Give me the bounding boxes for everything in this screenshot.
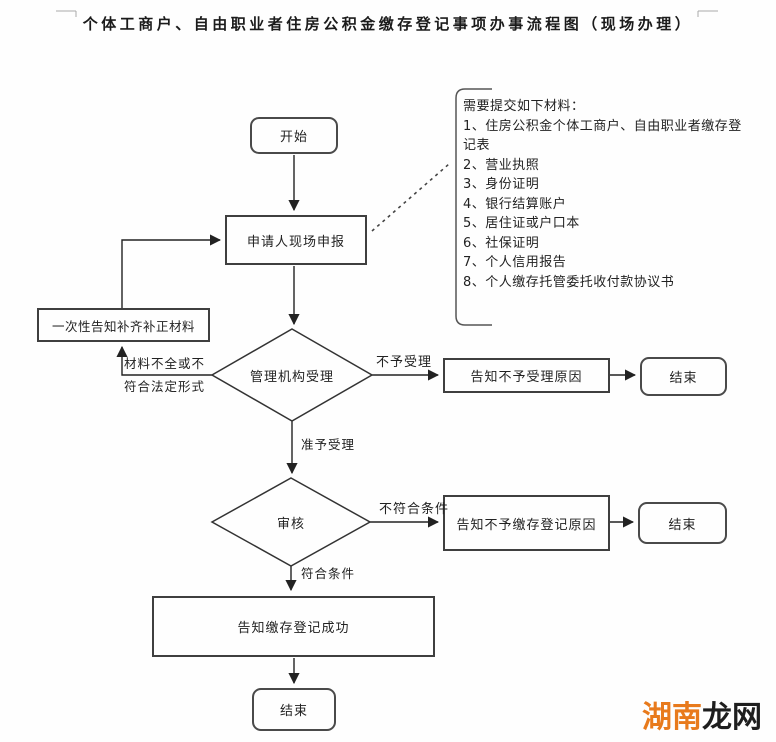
accept-decision-shape: [210, 328, 374, 422]
materials-box-border: [455, 88, 492, 326]
apply-node: 申请人现场申报: [225, 215, 367, 265]
edge-apply-materials-dashed: [371, 163, 450, 232]
edge-label-not-accept: 不予受理: [376, 355, 433, 370]
watermark-part1: 湖南: [642, 700, 702, 735]
margin-mark-right: [697, 10, 718, 17]
notice-fix-node: 一次性告知补齐补正材料: [37, 308, 210, 342]
watermark-logo: 湖南龙网: [642, 692, 762, 736]
material-item: 8、个人缴存托管委托收付款协议书: [463, 274, 675, 290]
material-item: 3、身份证明: [463, 177, 540, 192]
edge-label-incomplete-line1: 材料不全或不: [124, 356, 206, 371]
end-node-3: 结束: [252, 688, 336, 731]
edge-label-accepted: 准予受理: [301, 437, 356, 452]
material-item: 2、营业执照: [463, 157, 540, 173]
material-item: 7、个人信用报告: [463, 255, 567, 270]
edge-label-not-qualified: 不符合条件: [379, 502, 450, 517]
end-node-2: 结束: [638, 502, 727, 544]
margin-mark-left: [56, 10, 77, 17]
material-item: 5、居住证或户口本: [463, 216, 580, 231]
watermark-part2: 龙网: [702, 700, 762, 735]
inform-no-accept-node: 告知不予受理原因: [443, 358, 610, 393]
material-item: 4、银行结算账户: [463, 196, 567, 212]
materials-heading: 需要提交如下材料：: [463, 99, 585, 114]
edge-label-qualified: 符合条件: [301, 566, 356, 581]
materials-note: 需要提交如下材料： 1、住房公积金个体工商户、自由职业者缴存登记表 2、营业执照…: [463, 97, 755, 292]
edge-label-incomplete-line2: 符合法定形式: [124, 379, 206, 394]
edge-accept-noticefix: [116, 345, 212, 376]
review-decision-shape: [210, 477, 372, 567]
inform-no-register-node: 告知不予缴存登记原因: [443, 495, 610, 551]
start-node: 开始: [250, 117, 338, 154]
end-node-1: 结束: [640, 357, 727, 396]
material-item: 1、住房公积金个体工商户、自由职业者缴存登记表: [463, 118, 742, 154]
edge-label-incomplete: 材料不全或不 符合法定形式: [124, 352, 205, 398]
material-item: 6、社保证明: [463, 235, 540, 251]
success-node: 告知缴存登记成功: [152, 596, 435, 657]
page-title: 个体工商户、自由职业者住房公积金缴存登记事项办事流程图（现场办理）: [82, 15, 694, 33]
edge-noticefix-apply: [121, 234, 222, 308]
